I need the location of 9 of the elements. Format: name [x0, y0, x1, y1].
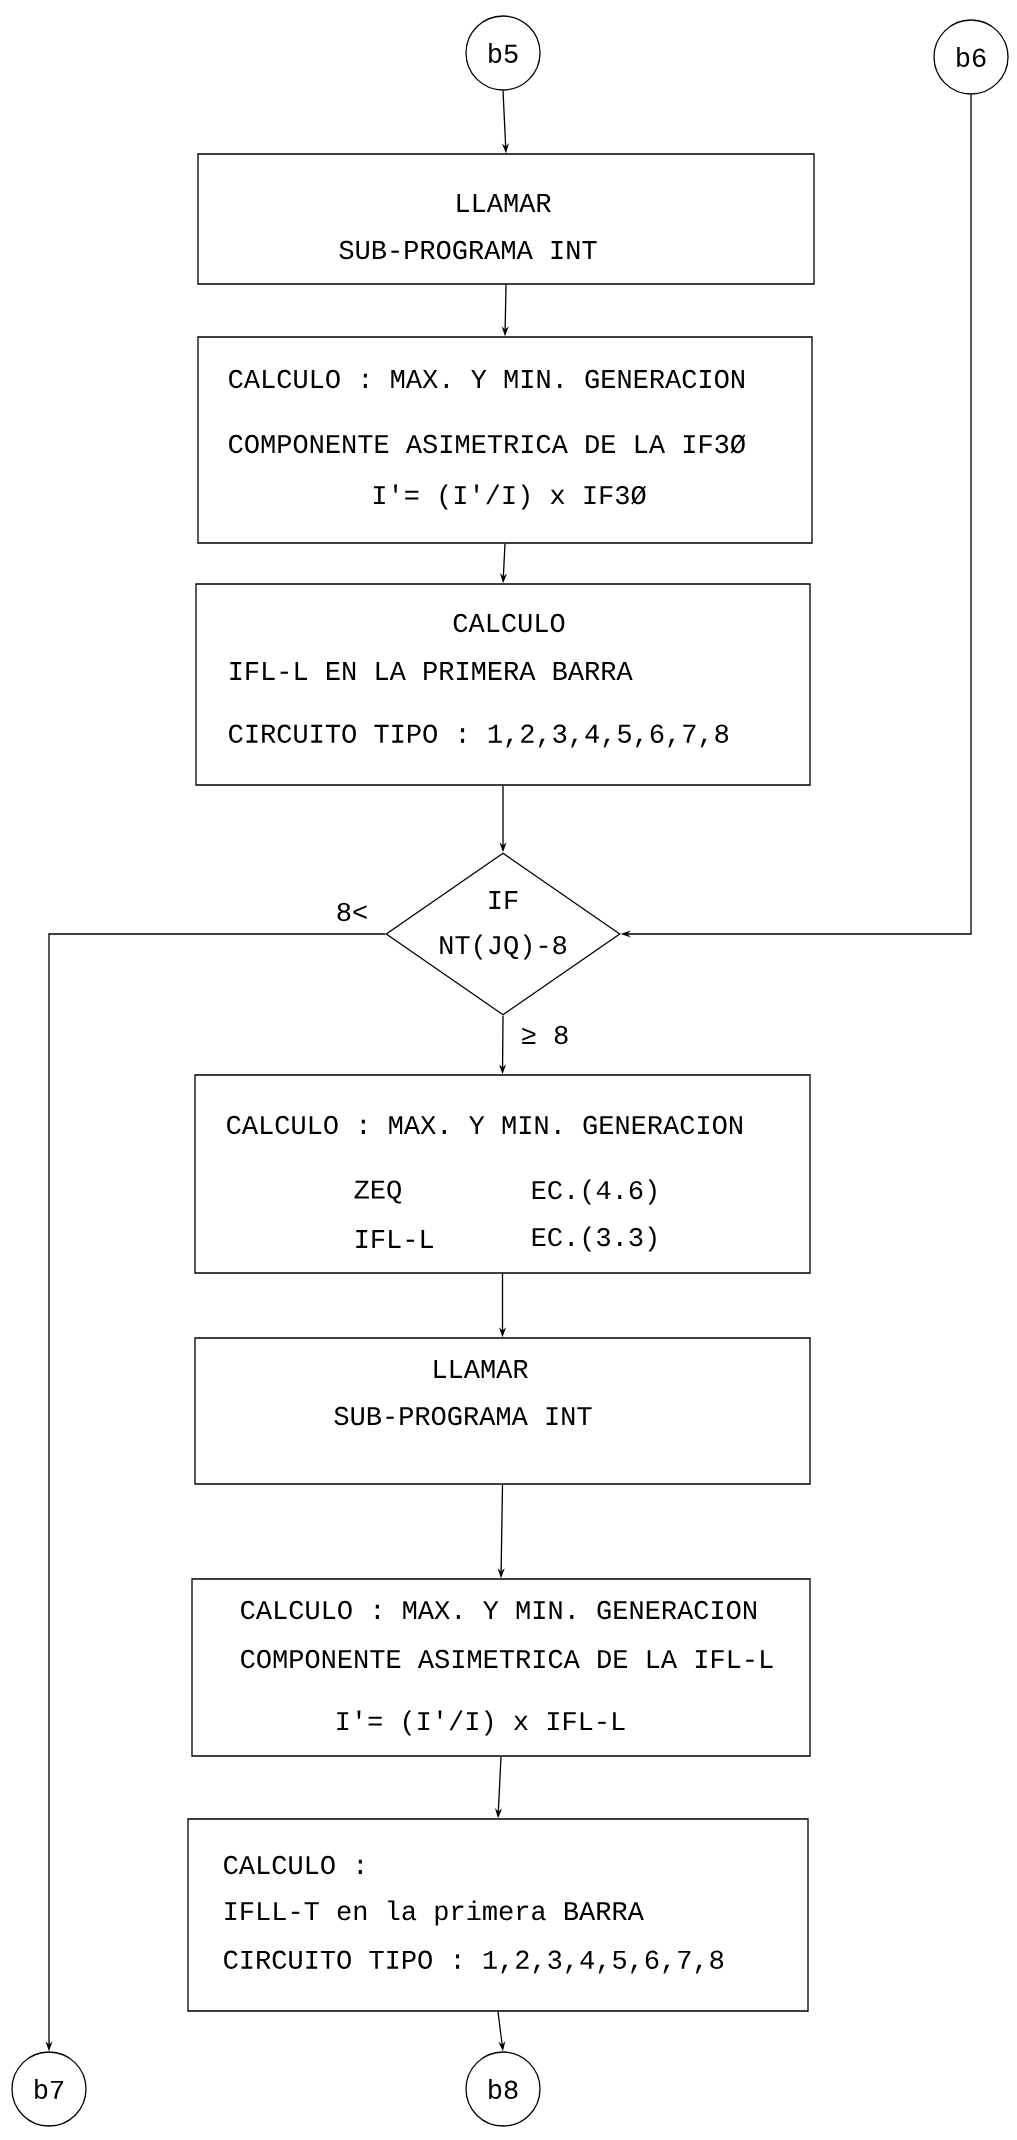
edge-label: ≥ 8	[518, 1023, 572, 1047]
edge-label: 8<	[333, 900, 371, 924]
process-box: CALCULO IFL-L EN LA PRIMERA BARRA CIRCUITO TIPO : 1,2,3,4,5,6,7,8	[195, 583, 811, 786]
process-box: CALCULO : MAX. Y MIN. GENERACION COMPONENTE ASIMETRICA DE LA IFL-L I'= (I'/I) x IFL-L	[191, 1578, 811, 1757]
process-box: CALCULO : MAX. Y MIN. GENERACION COMPONENTE ASIMETRICA DE LA IF3Ø I'= (I'/I) x IF3Ø	[197, 336, 813, 544]
process-box: CALCULO : MAX. Y MIN. GENERACION ZEQ EC.(4.6) IFL-L EC.(3.3)	[194, 1074, 811, 1274]
process-box: LLAMAR SUB-PROGRAMA INT	[197, 153, 815, 285]
process-box: LLAMAR SUB-PROGRAMA INT	[194, 1337, 811, 1485]
process-box: CALCULO : IFLL-T en la primera BARRA CIRCUITO TIPO : 1,2,3,4,5,6,7,8	[187, 1818, 809, 2012]
